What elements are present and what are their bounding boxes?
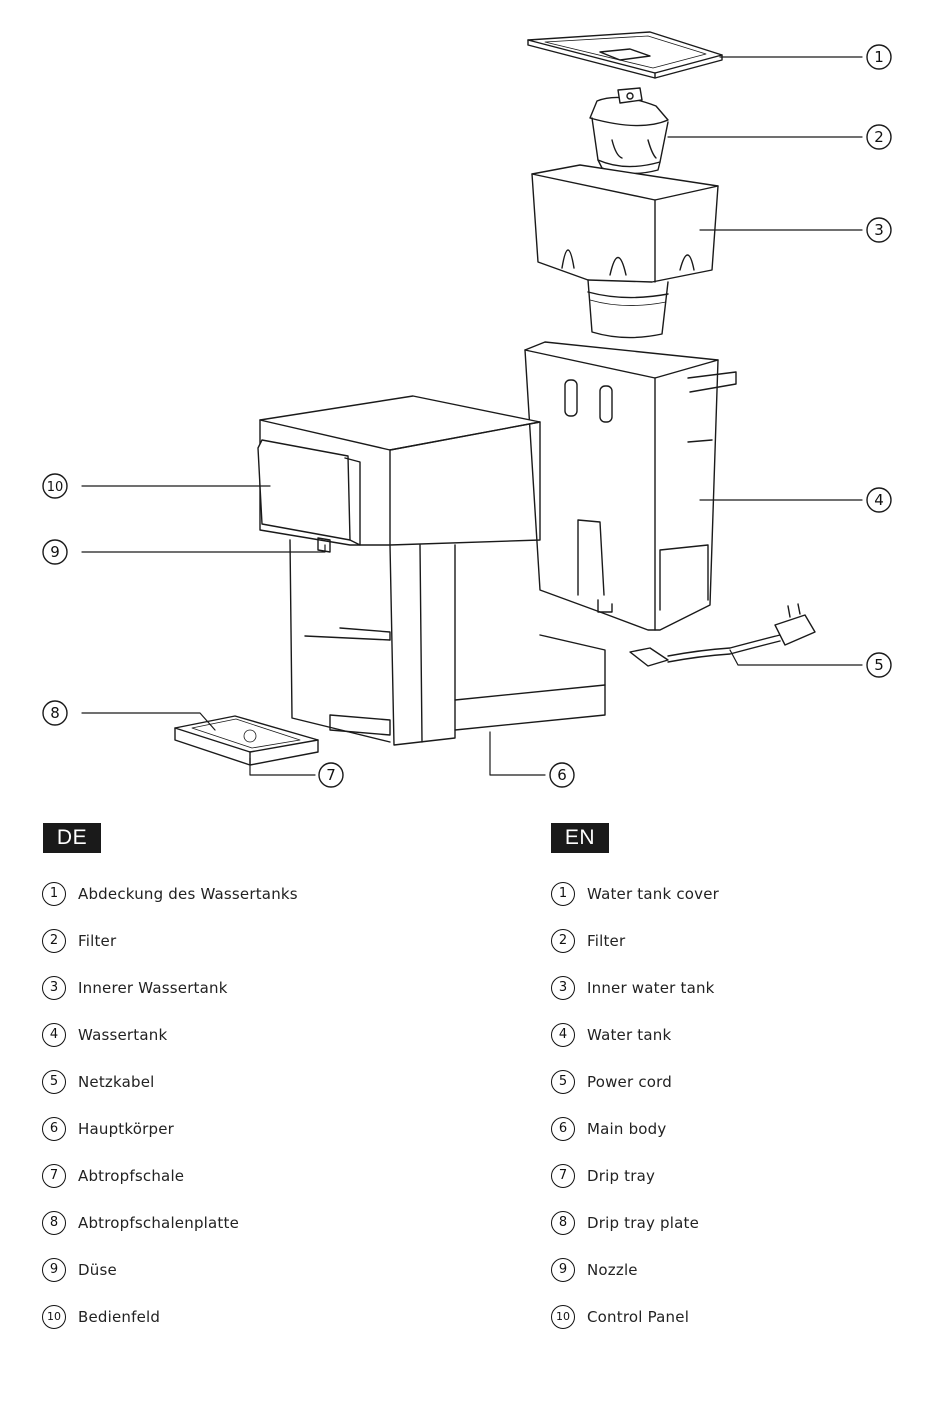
legend-number: 7 (42, 1163, 66, 1188)
legend-item: 5 Netzkabel (42, 1058, 298, 1105)
callout-8: 8 (50, 704, 60, 722)
legend-item: 9 Düse (42, 1246, 298, 1293)
legend-item: 10 Bedienfeld (42, 1293, 298, 1340)
water-tank-cover-illustration (527, 31, 723, 79)
legend-number: 9 (551, 1257, 575, 1282)
callout-3: 3 (874, 221, 884, 239)
callout-markers (42, 44, 892, 788)
legend-label: Water tank cover (587, 884, 720, 903)
legend-number: 1 (551, 881, 575, 906)
nozzle-illustration (317, 537, 331, 553)
legend-number: 4 (42, 1022, 66, 1047)
legend-label: Hauptkörper (78, 1119, 174, 1138)
legend-number: 2 (42, 928, 66, 953)
filter-illustration (589, 87, 669, 175)
power-cord-illustration (629, 603, 816, 667)
legend-item: 7 Drip tray (551, 1152, 719, 1199)
leader-lines (81, 56, 863, 776)
exploded-view-diagram: 1 2 3 4 5 6 7 8 9 10 (42, 31, 892, 788)
legend-label: Power cord (587, 1072, 672, 1091)
main-body-illustration (259, 395, 606, 746)
lang-badge-de: DE (43, 823, 101, 853)
legend-number: 5 (42, 1069, 66, 1094)
legend-number: 1 (42, 881, 66, 906)
legend-item: 6 Main body (551, 1105, 719, 1152)
legend-item: 7 Abtropfschale (42, 1152, 298, 1199)
callout-2: 2 (874, 128, 884, 146)
legend-en: 1 Water tank cover 2 Filter 3 Inner water t… (551, 870, 719, 1340)
legend-label: Filter (587, 931, 626, 950)
legend-label: Bedienfeld (78, 1307, 161, 1326)
legend-label: Drip tray plate (587, 1213, 700, 1232)
legend-number: 5 (551, 1069, 575, 1094)
legend-number: 6 (42, 1116, 66, 1141)
callout-4: 4 (874, 491, 884, 509)
legend-number: 8 (42, 1210, 66, 1235)
legend-number: 9 (42, 1257, 66, 1282)
legend-number: 2 (551, 928, 575, 953)
legend-item: 10 Control Panel (551, 1293, 719, 1340)
legend-item: 8 Abtropfschalenplatte (42, 1199, 298, 1246)
legend-item: 4 Water tank (551, 1011, 719, 1058)
legend-label: Filter (78, 931, 117, 950)
legend-label: Abdeckung des Wassertanks (78, 884, 298, 903)
legend-item: 3 Inner water tank (551, 964, 719, 1011)
legend-item: 3 Innerer Wassertank (42, 964, 298, 1011)
inner-water-tank-illustration (531, 164, 719, 339)
legend-item: 6 Hauptkörper (42, 1105, 298, 1152)
legend-number: 6 (551, 1116, 575, 1141)
legend-label: Water tank (587, 1025, 672, 1044)
callout-1: 1 (874, 48, 884, 66)
legend-label: Innerer Wassertank (78, 978, 228, 997)
legend-number: 7 (551, 1163, 575, 1188)
legend-item: 1 Water tank cover (551, 870, 719, 917)
lang-badge-en: EN (551, 823, 609, 853)
legend-number: 3 (42, 975, 66, 1000)
legend-label: Düse (78, 1260, 117, 1279)
legend-number: 10 (551, 1304, 575, 1329)
legend-label: Nozzle (587, 1260, 638, 1279)
callout-numbers: 1 2 3 4 5 6 7 8 9 10 (47, 48, 884, 784)
legend-item: 8 Drip tray plate (551, 1199, 719, 1246)
callout-9: 9 (50, 543, 60, 561)
legend-label: Control Panel (587, 1307, 690, 1326)
legend-number: 3 (551, 975, 575, 1000)
legend-number: 10 (42, 1304, 66, 1329)
legend-de: 1 Abdeckung des Wassertanks 2 Filter 3 Inne… (42, 870, 298, 1340)
legend-label: Inner water tank (587, 978, 715, 997)
callout-10: 10 (47, 480, 64, 495)
legend-label: Main body (587, 1119, 667, 1138)
legend-item: 2 Filter (42, 917, 298, 964)
legend-number: 8 (551, 1210, 575, 1235)
callout-5: 5 (874, 656, 884, 674)
drip-tray-illustration (174, 715, 319, 766)
legend-label: Wassertank (78, 1025, 168, 1044)
legend-item: 2 Filter (551, 917, 719, 964)
legend-label: Abtropfschalenplatte (78, 1213, 240, 1232)
water-tank-illustration (524, 341, 737, 631)
legend-label: Netzkabel (78, 1072, 155, 1091)
callout-7: 7 (326, 766, 336, 784)
legend-number: 4 (551, 1022, 575, 1047)
legend-label: Abtropfschale (78, 1166, 185, 1185)
legend-item: 5 Power cord (551, 1058, 719, 1105)
legend-item: 9 Nozzle (551, 1246, 719, 1293)
legend-item: 1 Abdeckung des Wassertanks (42, 870, 298, 917)
legend-label: Drip tray (587, 1166, 656, 1185)
legend-item: 4 Wassertank (42, 1011, 298, 1058)
callout-6: 6 (557, 766, 567, 784)
control-panel-illustration (257, 439, 361, 546)
